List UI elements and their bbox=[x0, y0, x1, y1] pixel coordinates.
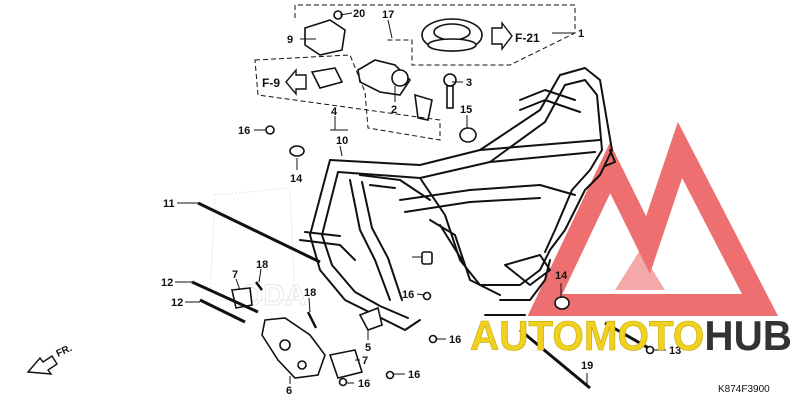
callout-4: 4 bbox=[331, 106, 338, 118]
grommet-part-14-right bbox=[554, 296, 570, 310]
leader-lines bbox=[175, 12, 666, 386]
mount-bracket-part-6 bbox=[261, 317, 326, 379]
front-direction-label: FR. bbox=[55, 343, 74, 360]
ref-box-f9-outline bbox=[254, 54, 441, 141]
front-direction-arrow-icon bbox=[26, 355, 58, 375]
bracket-part-5 bbox=[358, 306, 383, 331]
bushing-part-15 bbox=[459, 127, 477, 143]
ref-arrow-f21-icon bbox=[491, 20, 513, 52]
ref-box-f21-outline bbox=[294, 4, 576, 66]
callout-14-left: 14 bbox=[290, 173, 303, 185]
callout-16-bottom-right: 16 bbox=[408, 369, 420, 381]
callout-13: 13 bbox=[669, 345, 681, 357]
callout-7-lower: 7 bbox=[362, 355, 368, 367]
callout-1: 1 bbox=[578, 28, 584, 40]
callout-9: 9 bbox=[287, 34, 293, 46]
callout-numbers: 20 9 17 1 3 2 4 10 16 15 14 11 7 18 12 1… bbox=[161, 8, 681, 397]
callout-16-middle: 16 bbox=[402, 289, 414, 301]
callout-18-lower: 18 bbox=[304, 287, 316, 299]
box-part-f9 bbox=[310, 67, 344, 89]
grommet-part-14-left bbox=[289, 145, 305, 157]
ref-label-f21: F-21 bbox=[515, 31, 540, 45]
callout-10: 10 bbox=[336, 135, 348, 147]
watermark-text: AUTOMOTOHUB bbox=[470, 312, 792, 359]
main-frame bbox=[299, 67, 616, 331]
callout-20: 20 bbox=[353, 8, 365, 20]
callout-15: 15 bbox=[460, 104, 472, 116]
watermark-prefix: AUTOMOTO bbox=[470, 312, 704, 359]
callout-16-right: 16 bbox=[449, 334, 461, 346]
watermark-suffix: HUB bbox=[704, 312, 792, 359]
bolt-part-13 bbox=[604, 321, 653, 352]
fuel-cap-part bbox=[421, 18, 483, 52]
bolt-part-11 bbox=[197, 201, 321, 264]
bolt-part-19 bbox=[519, 328, 591, 390]
callout-12-upper: 12 bbox=[161, 277, 173, 289]
bolt-part-12-upper bbox=[191, 280, 259, 314]
nut-part-8 bbox=[421, 251, 433, 265]
callout-11: 11 bbox=[163, 198, 175, 210]
callout-16-bottom-left: 16 bbox=[358, 378, 370, 390]
nuts-part-16 bbox=[338, 291, 655, 387]
mount-bracket-part-7-lower bbox=[328, 349, 364, 379]
callout-19: 19 bbox=[581, 360, 593, 372]
callout-3: 3 bbox=[466, 77, 472, 89]
ref-arrow-f9-icon bbox=[285, 68, 307, 96]
bracket-part-9 bbox=[304, 10, 346, 56]
callout-7-upper: 7 bbox=[232, 269, 238, 281]
diagram-code: K874F3900 bbox=[718, 384, 770, 395]
callout-18-upper: 18 bbox=[256, 259, 268, 271]
watermark-logo-icon bbox=[527, 121, 779, 316]
ref-label-f9: F-9 bbox=[262, 76, 280, 90]
callout-2: 2 bbox=[391, 104, 397, 116]
callout-6: 6 bbox=[286, 385, 292, 397]
nut-part-16-top bbox=[265, 125, 275, 135]
callout-12-lower: 12 bbox=[171, 297, 183, 309]
bolt-part-12-lower bbox=[199, 298, 246, 324]
ignition-switch-part bbox=[357, 59, 433, 121]
callout-16-top: 16 bbox=[238, 125, 250, 137]
bolt-part-18 bbox=[255, 281, 318, 329]
callout-17: 17 bbox=[382, 9, 394, 21]
callout-5: 5 bbox=[365, 342, 371, 354]
key-part bbox=[443, 73, 457, 109]
callout-14-right: 14 bbox=[555, 270, 568, 282]
